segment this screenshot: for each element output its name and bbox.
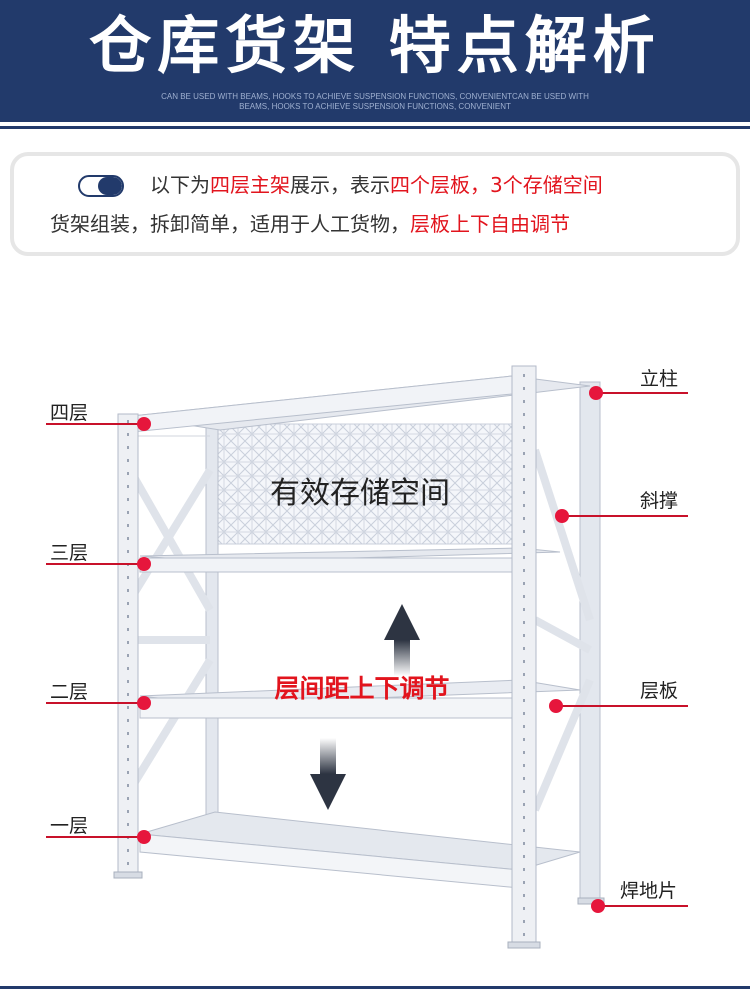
intro-line-2: 货架组装，拆卸简单，适用于人工货物，层板上下自由调节 [50,211,570,237]
header-subtitle-line-1: CAN BE USED WITH BEAMS, HOOKS TO ACHIEVE… [161,92,589,101]
label-foot-plate: 焊地片 [620,880,678,902]
intro-text: 展示，表示 [290,173,390,197]
front-column-right [511,365,537,947]
toggle-icon [78,175,124,197]
adjust-spacing-label: 层间距上下调节 [274,674,449,703]
label-level-4: 四层 [50,402,89,424]
arrow-down-icon [310,738,346,810]
page-title: 仓库货架 特点解析 [89,9,661,82]
marker-dot [137,830,151,844]
shelf-level-1 [139,811,581,889]
leader-line [46,563,144,565]
leader-line [596,392,688,394]
foot-plate [507,941,541,949]
intro-highlight: 四层主架 [210,173,290,197]
header-banner: 仓库货架 特点解析 CAN BE USED WITH BEAMS, HOOKS … [0,0,750,122]
intro-text: 货架组装，拆卸简单，适用于人工货物， [50,212,410,236]
intro-highlight: 四个层板，3个存储空间 [390,173,603,197]
leader-line [598,905,688,907]
mesh-panel [211,423,513,545]
marker-dot [137,557,151,571]
footer-divider [0,986,750,989]
label-shelf: 层板 [640,680,679,702]
label-level-2: 二层 [50,681,89,703]
header-subtitle: CAN BE USED WITH BEAMS, HOOKS TO ACHIEVE… [0,92,750,112]
right-frame-braces [531,448,594,812]
foot-plate [113,871,143,879]
arrow-up-icon [384,604,420,676]
front-column-left [117,413,139,877]
leader-line [46,836,144,838]
shelf-level-3 [139,547,561,573]
marker-dot [591,899,605,913]
marker-dot [137,696,151,710]
intro-line-1: 以下为四层主架展示，表示四个层板，3个存储空间 [150,172,603,198]
marker-dot [137,417,151,431]
leader-line [562,515,688,517]
leader-line [46,423,144,425]
header-divider [0,126,750,129]
storage-space-label: 有效存储空间 [270,476,450,511]
header-subtitle-line-2: BEAMS, HOOKS TO ACHIEVE SUSPENSION FUNCT… [239,102,511,111]
left-frame-braces [126,467,214,793]
label-level-3: 三层 [50,542,89,564]
leader-line [556,705,688,707]
marker-dot [555,509,569,523]
label-column: 立柱 [640,368,679,390]
intro-box: 以下为四层主架展示，表示四个层板，3个存储空间 货架组装，拆卸简单，适用于人工货… [10,152,740,256]
intro-highlight: 层板上下自由调节 [410,212,570,236]
label-brace: 斜撑 [640,490,679,512]
intro-text: 以下为 [150,173,210,197]
marker-dot [589,386,603,400]
marker-dot [549,699,563,713]
label-level-1: 一层 [50,815,89,837]
leader-line [46,702,144,704]
